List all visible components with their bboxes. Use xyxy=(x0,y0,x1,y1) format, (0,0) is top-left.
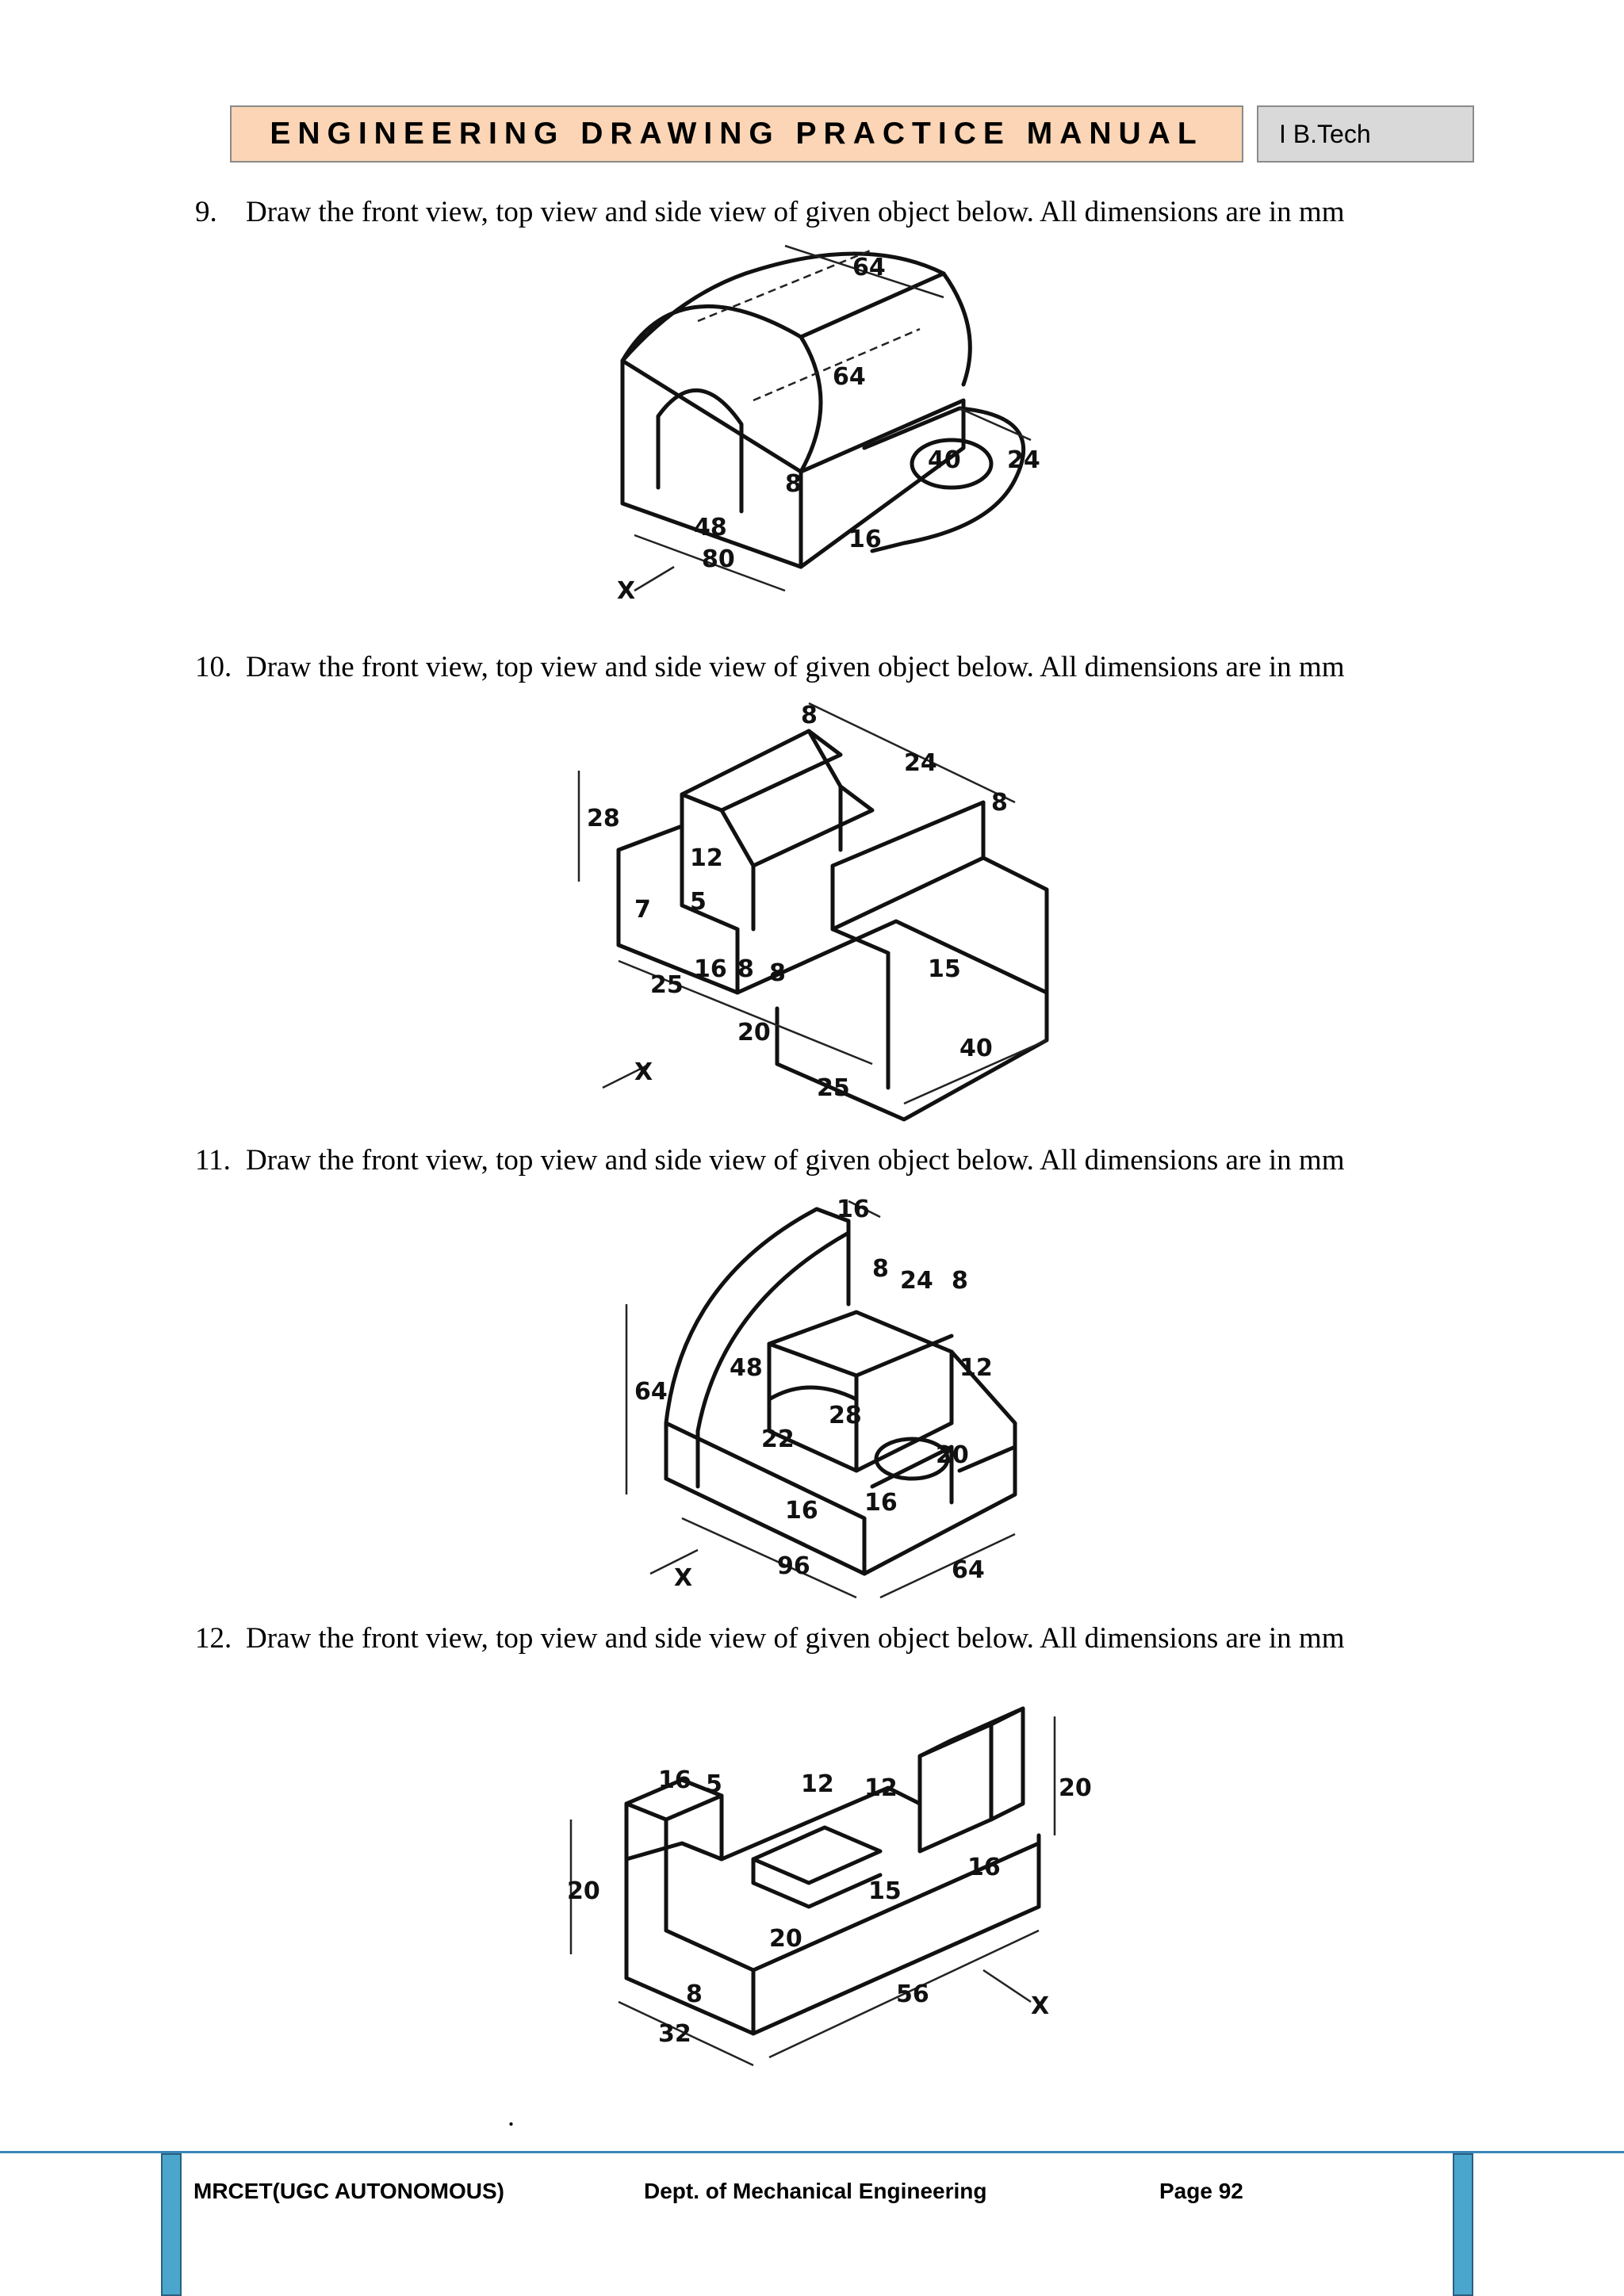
dim-label: 24 xyxy=(900,1267,933,1295)
dim-label: 32 xyxy=(658,2020,691,2048)
question-text: Draw the front view, top view and side v… xyxy=(246,1622,1345,1655)
dim-label: 8 xyxy=(769,959,786,987)
dim-label: 28 xyxy=(829,1402,862,1429)
dim-label: 25 xyxy=(817,1074,850,1102)
dim-label: 20 xyxy=(769,1925,802,1953)
footer-institution: MRCET(UGC AUTONOMOUS) xyxy=(193,2179,504,2203)
dim-label: 20 xyxy=(567,1877,600,1905)
dim-label: 12 xyxy=(864,1774,898,1802)
question-11: 11. Draw the front view, top view and sid… xyxy=(195,1143,1344,1177)
dim-label: 16 xyxy=(848,526,882,553)
dim-label: 12 xyxy=(959,1354,993,1382)
dim-label: 96 xyxy=(777,1552,810,1580)
dim-label: 28 xyxy=(587,805,620,832)
dim-label: 24 xyxy=(904,749,937,777)
question-10: 10. Draw the front view, top view and sid… xyxy=(195,650,1344,684)
isometric-figure-9: 64 64 24 40 8 16 48 80 X xyxy=(603,242,1063,634)
dim-label: 7 xyxy=(634,896,651,924)
dim-label: 15 xyxy=(928,955,961,983)
footer-page-number: Page 92 xyxy=(1159,2179,1243,2203)
question-text: Draw the front view, top view and side v… xyxy=(246,651,1345,683)
footer-department: Dept. of Mechanical Engineering xyxy=(644,2179,987,2203)
dim-label: 48 xyxy=(694,514,727,541)
question-text: Draw the front view, top view and side v… xyxy=(246,1144,1345,1177)
dim-label: 80 xyxy=(702,545,735,573)
dim-label: 8 xyxy=(785,470,802,498)
dim-label: 8 xyxy=(801,702,818,729)
dim-label: 16 xyxy=(658,1766,691,1794)
dim-label: 56 xyxy=(896,1980,929,2008)
question-number: 11. xyxy=(195,1144,231,1177)
dim-label: 24 xyxy=(1007,446,1040,474)
dim-label: 15 xyxy=(868,1877,902,1905)
dim-label: 22 xyxy=(761,1425,795,1453)
question-number: 10. xyxy=(195,651,232,683)
dim-label: 8 xyxy=(991,789,1008,817)
dim-label: 40 xyxy=(928,446,961,474)
dim-label: 64 xyxy=(634,1378,668,1406)
dim-label: 16 xyxy=(967,1854,1001,1881)
course-badge: I B.Tech xyxy=(1257,105,1474,163)
axis-label: X xyxy=(617,577,635,605)
footer-right-bar xyxy=(1453,2153,1473,2296)
dim-label: 48 xyxy=(730,1354,763,1382)
question-text: Draw the front view, top view and side v… xyxy=(246,196,1345,228)
dim-label: 8 xyxy=(872,1255,889,1283)
isometric-figure-12: 16 5 12 12 20 20 16 15 20 8 32 56 X xyxy=(547,1701,1102,2097)
dim-label: 20 xyxy=(936,1441,969,1469)
question-12: 12. Draw the front view, top view and sid… xyxy=(195,1621,1344,1655)
dim-label: 8 xyxy=(952,1267,968,1295)
dim-label: 25 xyxy=(650,971,684,999)
dim-label: 40 xyxy=(959,1035,993,1062)
axis-label: X xyxy=(634,1058,653,1086)
dim-label: 5 xyxy=(706,1770,722,1798)
footer-rule xyxy=(0,2151,1624,2153)
dim-label: 16 xyxy=(694,955,727,983)
dim-label: 16 xyxy=(785,1497,818,1525)
dim-label: 5 xyxy=(690,888,707,916)
axis-label: X xyxy=(1031,1992,1049,2020)
manual-title: ENGINEERING DRAWING PRACTICE MANUAL xyxy=(230,105,1243,163)
dim-label: 8 xyxy=(737,955,754,983)
isometric-figure-11: 16 8 24 8 48 28 12 64 22 20 16 16 96 64 … xyxy=(619,1185,1063,1617)
dim-label: 64 xyxy=(952,1556,985,1584)
footer-left-bar xyxy=(161,2153,182,2296)
dim-label: 16 xyxy=(864,1489,898,1517)
question-number: 9. xyxy=(195,196,217,228)
dim-label: 20 xyxy=(1059,1774,1092,1802)
dim-label: 16 xyxy=(837,1196,870,1223)
page-mark: . xyxy=(508,2100,515,2132)
question-9: 9. Draw the front view, top view and side… xyxy=(195,195,1344,229)
dim-label: 12 xyxy=(690,844,723,872)
dim-label: 64 xyxy=(833,363,866,391)
dim-label: 8 xyxy=(686,1980,703,2008)
isometric-figure-10: 8 24 8 28 12 5 7 16 8 8 25 20 15 40 25 X xyxy=(571,691,1063,1135)
dim-label: 20 xyxy=(737,1019,771,1047)
dim-label: 64 xyxy=(852,254,886,281)
axis-label: X xyxy=(674,1564,692,1592)
question-number: 12. xyxy=(195,1622,232,1655)
dim-label: 12 xyxy=(801,1770,834,1798)
